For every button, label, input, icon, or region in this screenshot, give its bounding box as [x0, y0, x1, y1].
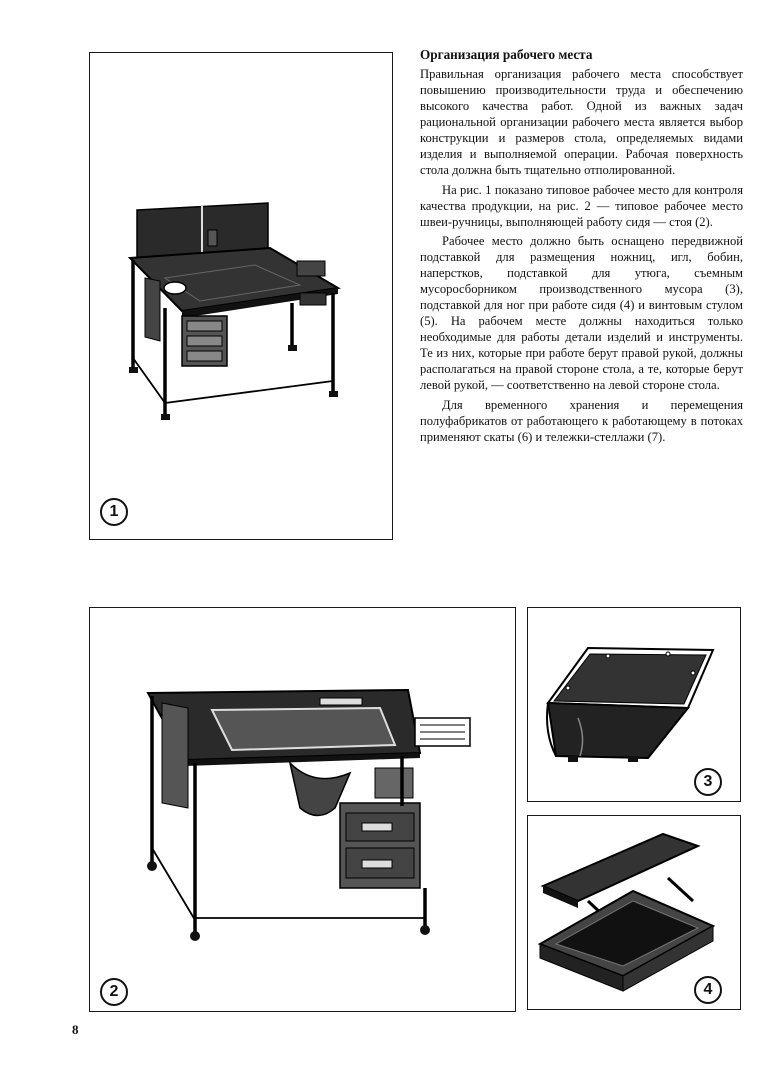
figure-2-frame: 2: [89, 607, 516, 1012]
figure-3-frame: 3: [527, 607, 741, 802]
figure-4-frame: 4: [527, 815, 741, 1010]
inspection-table-illustration: [127, 202, 341, 420]
article-text: Организация рабочего места Правильная ор…: [420, 47, 743, 450]
figure-1-number: 1: [100, 498, 128, 526]
figure-1-frame: 1: [89, 52, 393, 540]
figure-3-number: 3: [694, 768, 722, 796]
article-heading: Организация рабочего места: [420, 47, 593, 62]
footrest-illustration: [537, 832, 716, 992]
figure-2-number: 2: [100, 978, 128, 1006]
paragraph-4: Для временного хранения и перемещения по…: [420, 398, 743, 444]
page-number: 8: [72, 1022, 79, 1037]
seamstress-table-illustration: [146, 688, 471, 941]
waste-bin-illustration: [546, 646, 715, 762]
paragraph-2: На рис. 1 показано типовое рабочее место…: [420, 182, 743, 229]
paragraph-3: Рабочее место должно быть оснащено перед…: [420, 234, 743, 393]
paragraph-1: Правильная организация рабочего места сп…: [420, 66, 743, 177]
figure-4-number: 4: [694, 976, 722, 1004]
